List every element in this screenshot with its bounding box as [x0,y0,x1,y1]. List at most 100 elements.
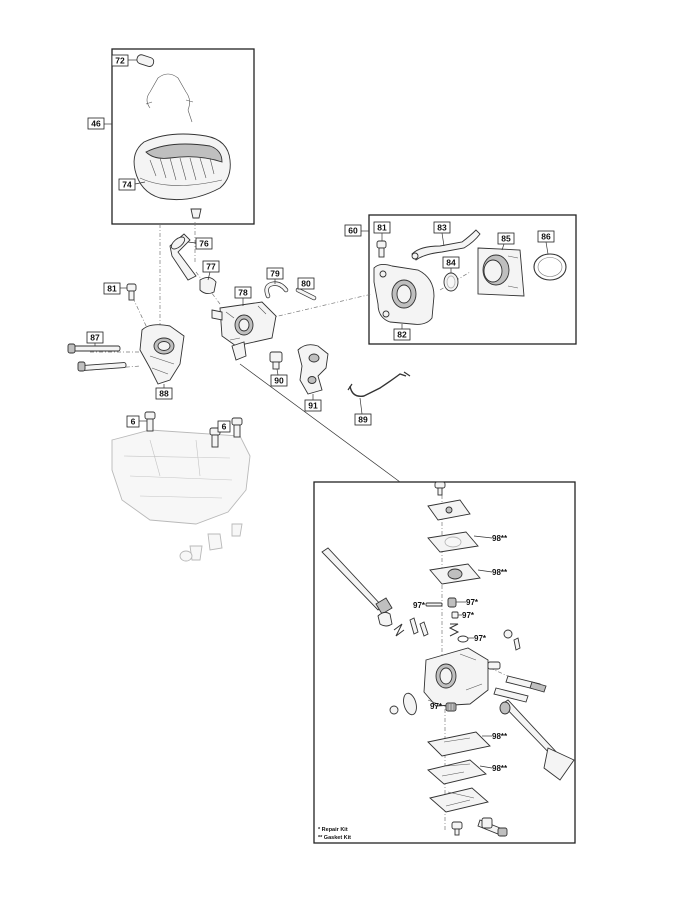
svg-text:72: 72 [115,56,125,66]
detail-screws-bottom [451,817,508,837]
label-60: 60 [344,224,362,237]
svg-text:82: 82 [397,330,407,340]
svg-text:6: 6 [131,417,136,427]
label-6-left: 6 [126,415,140,428]
label-74: 74 [118,178,136,191]
screw-81-left [126,283,137,301]
label-85: 85 [497,232,515,245]
detail-gasket-2 [429,563,481,585]
label-87: 87 [86,331,104,344]
kit-mark-6: 97* [474,634,487,643]
detail-lever [377,611,393,627]
label-86: 86 [537,230,555,243]
detail-cover-plate [427,499,471,521]
label-84: 84 [442,256,460,269]
kit-mark-9: 98** [492,764,508,773]
svg-text:83: 83 [437,223,447,233]
detail-pin-97-lower [445,702,457,712]
svg-text:90: 90 [274,376,284,386]
kit-mark-4: 97* [466,598,479,607]
label-76: 76 [195,237,213,250]
svg-text:74: 74 [122,180,132,190]
detail-needle-shaft [321,547,393,615]
svg-text:60: 60 [348,226,358,236]
detail-gasket-lower [427,759,487,785]
svg-text:91: 91 [308,401,318,411]
label-83: 83 [433,221,451,234]
hose-80 [295,287,317,301]
label-89: 89 [354,413,372,426]
label-81-left: 81 [103,282,121,295]
svg-text:78: 78 [238,288,248,298]
label-82: 82 [393,328,411,341]
svg-text:77: 77 [206,262,216,272]
label-46: 46 [87,117,105,130]
label-81-upper: 81 [373,221,391,234]
detail-throttle-disc [389,692,417,716]
air-filter-group-frame [111,48,255,225]
svg-text:6: 6 [222,422,227,432]
label-91: 91 [304,399,322,412]
svg-text:76: 76 [199,239,209,249]
screws-87 [67,343,127,372]
carburetor-78 [211,301,277,361]
kit-mark-7: 97* [430,702,443,711]
svg-text:89: 89 [358,415,368,425]
label-90: 90 [270,374,288,387]
intake-tube-76 [169,233,197,281]
engine-housing [111,429,251,562]
detail-carburetor-body [423,647,501,707]
cable-89 [347,371,411,397]
fitting-90 [269,351,283,370]
label-77: 77 [202,260,220,273]
detail-adjust-screws [493,675,547,703]
detail-base-plate [429,787,489,813]
flange-85 [477,247,525,297]
gasket-86 [533,253,567,281]
wire-clip [145,73,194,123]
kit-mark-2: 98** [492,568,508,577]
detail-gasket-1 [427,531,479,553]
svg-text:81: 81 [377,223,387,233]
adapter-88 [139,324,185,385]
kit-mark-3: 97* [413,601,426,610]
detail-leader-line [239,363,401,483]
svg-text:79: 79 [270,269,280,279]
label-88: 88 [155,387,173,400]
cap-77 [199,277,217,295]
bracket-91 [297,344,329,395]
label-79: 79 [266,267,284,280]
svg-text:85: 85 [501,234,511,244]
label-80: 80 [297,277,315,290]
legend-repair-kit: * Repair Kit [318,827,348,833]
pipe-83 [411,229,481,261]
screw-81-upper [376,240,387,258]
label-78: 78 [234,286,252,299]
pin-72 [136,54,155,67]
intake-group-frame [368,214,577,345]
svg-text:87: 87 [90,333,100,343]
screw-6-right [209,417,243,448]
kit-mark-8: 98** [492,732,508,741]
svg-text:80: 80 [301,279,311,289]
detail-choke-shaft [499,699,575,781]
legend-gasket-kit: ** Gasket Kit [318,835,351,841]
drain-plug [190,208,202,219]
air-filter-cover-74 [133,133,231,201]
svg-text:88: 88 [159,389,169,399]
intake-manifold-82 [373,263,435,325]
svg-text:46: 46 [91,119,101,129]
label-6-right: 6 [217,420,231,433]
hose-79 [264,281,289,299]
kit-mark-5: 97* [462,611,475,620]
kit-mark-1: 98** [492,534,508,543]
detail-small-parts [393,597,521,651]
detail-diaphragm-cover [427,731,491,757]
svg-text:86: 86 [541,232,551,242]
detail-screw-top [434,481,446,496]
svg-text:81: 81 [107,284,117,294]
screw-6-left [144,411,156,432]
ring-84 [443,272,459,292]
svg-text:84: 84 [446,258,456,268]
